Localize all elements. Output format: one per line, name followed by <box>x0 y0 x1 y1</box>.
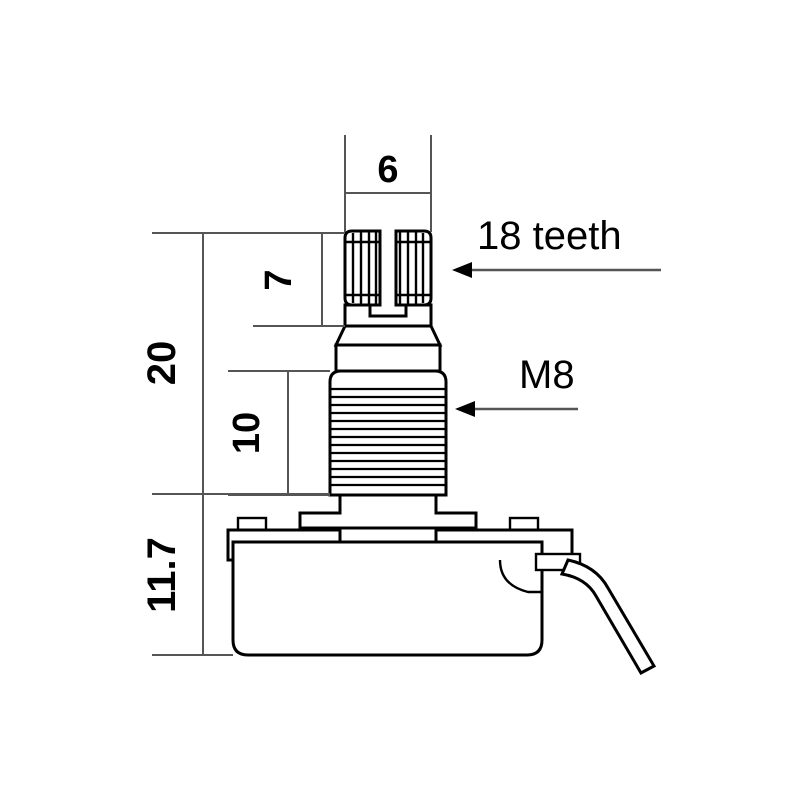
callout-18-teeth: 18 teeth <box>452 214 661 278</box>
dimension-shaft-width: 6 <box>344 135 432 232</box>
threaded-bushing <box>328 369 448 497</box>
bushing-neck <box>334 343 442 373</box>
callout-label-teeth: 18 teeth <box>477 214 622 258</box>
dim-value-20: 20 <box>140 341 184 386</box>
mounting-plate-step <box>298 493 478 530</box>
knurled-shaft-group <box>343 229 433 307</box>
dim-value-117: 11.7 <box>140 537 184 613</box>
shaft-knurl-lines-left <box>351 231 378 305</box>
arrow-head-m8 <box>455 401 475 417</box>
dimension-body-height: 11.7 <box>140 493 330 656</box>
callout-m8: M8 <box>455 353 578 417</box>
dimension-shaft-height: 7 <box>253 232 345 327</box>
shaft-taper <box>333 324 443 347</box>
potentiometer-body <box>231 540 544 657</box>
shaft-collar <box>343 303 433 328</box>
dim-value-10: 10 <box>226 412 268 454</box>
shaft-knurl-lines-right <box>398 231 425 305</box>
thread-lines <box>330 387 446 487</box>
plate-tab-left <box>236 516 268 532</box>
dimension-thread-length: 10 <box>226 370 330 496</box>
dim-value-6: 6 <box>377 149 398 191</box>
dim-value-7: 7 <box>258 269 300 290</box>
terminal-lug <box>559 558 657 676</box>
plate-tab-right <box>508 516 540 532</box>
body-right-shoulder <box>498 559 542 594</box>
callout-label-m8: M8 <box>519 353 575 397</box>
shaft-knurl-bands <box>345 240 431 297</box>
arrow-head-teeth <box>452 262 472 278</box>
part-geometry <box>226 229 657 676</box>
